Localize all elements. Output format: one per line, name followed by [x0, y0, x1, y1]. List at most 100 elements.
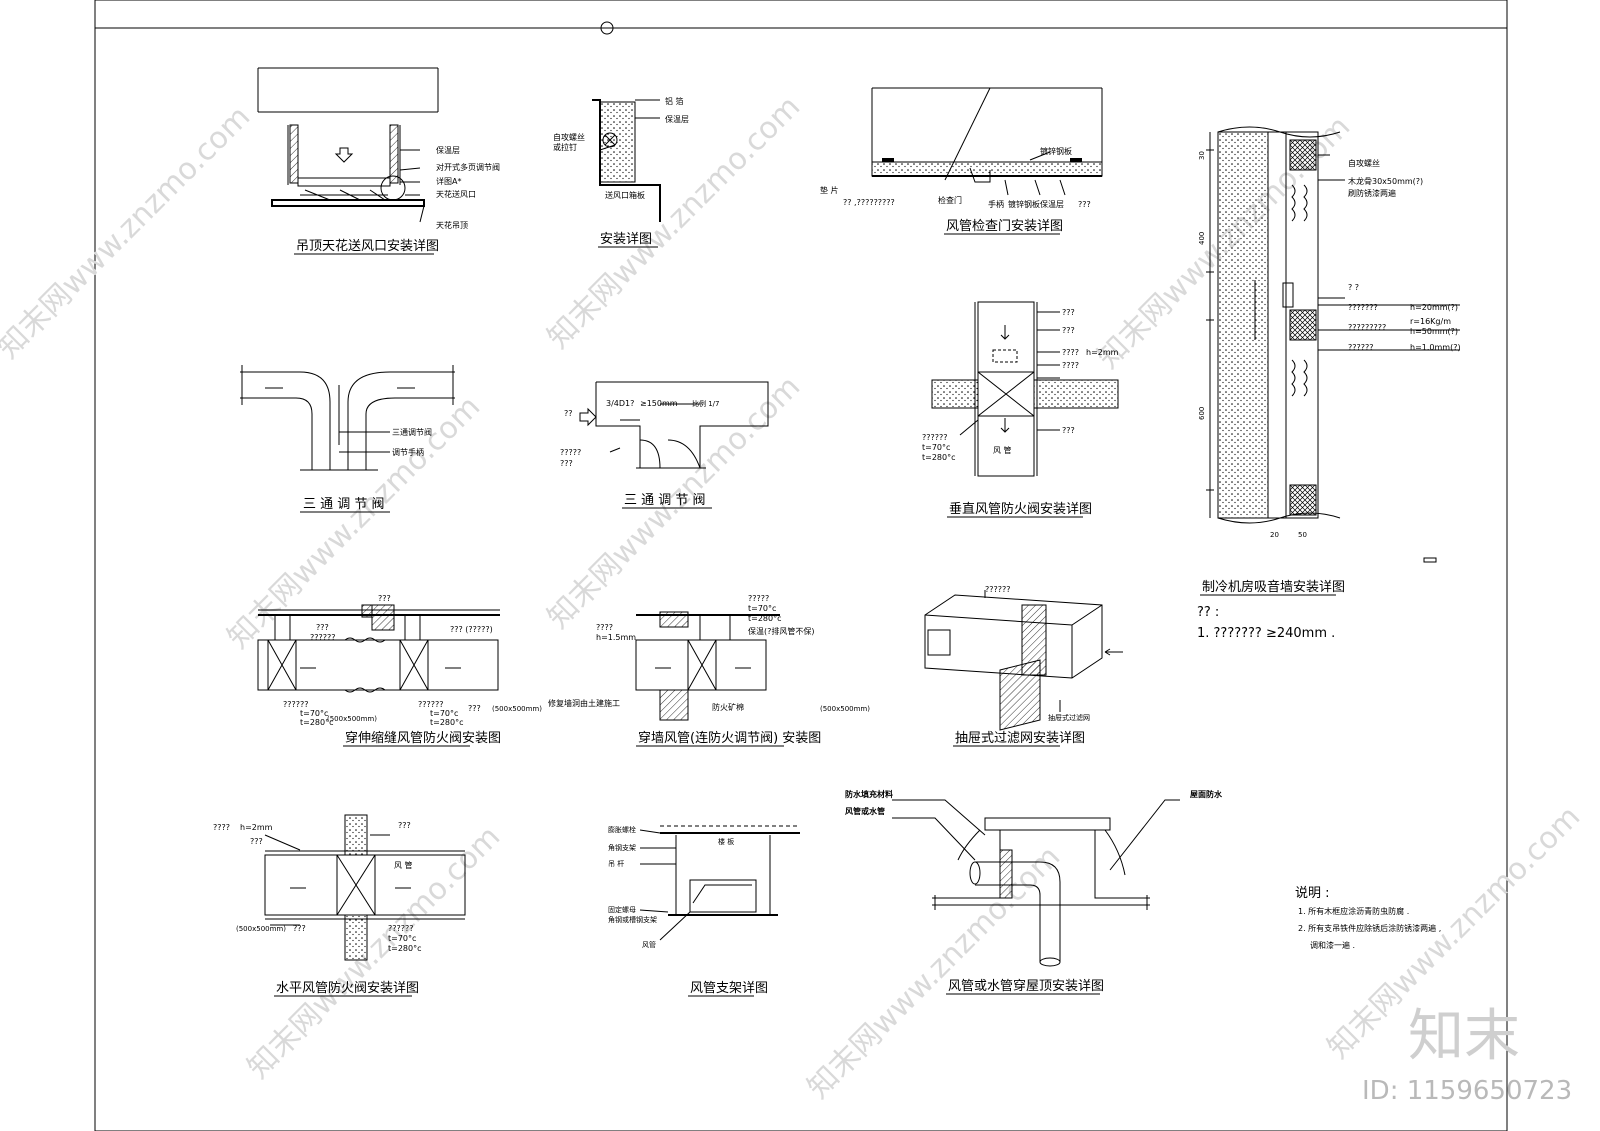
label: 自攻螺丝 — [1348, 158, 1380, 168]
label: 角钢支架 — [608, 843, 636, 852]
label: 保温(?排风管不保) — [748, 626, 815, 636]
label: 固定螺母 — [608, 905, 636, 914]
diagram-title: 垂直风管防火阀安装详图 — [949, 501, 1092, 517]
label: (500x500mm) — [820, 705, 870, 713]
diagram-acoustic-wall: 自攻螺丝 木龙骨30x50mm(?) 刷防锈漆两遍 ? ? ??????? h=… — [1197, 126, 1461, 641]
label: ????? — [748, 594, 769, 603]
label: ????? — [560, 448, 581, 457]
label: 三通调节阀 — [392, 427, 432, 437]
label: ??? — [1062, 308, 1075, 317]
label: ??? — [1078, 200, 1091, 209]
label: t=70°c — [922, 443, 950, 452]
label: 3/4D1? — [606, 399, 634, 408]
diagram-horizontal-fire-damper: ???? h=2mm ??? ??? 风 管 (500x500mm) ??? ?… — [213, 814, 466, 997]
label: ???? — [596, 623, 613, 632]
label: 保温层 — [436, 145, 460, 155]
label: ≥150mm — [640, 399, 678, 408]
diagram-access-door: 镀锌钢板 垫 片 ?? ,????????? 检查门 手柄 镀锌钢板 保温层 ?… — [820, 87, 1103, 235]
watermark-text: 知末网www.znzmo.com — [241, 819, 507, 1085]
label: ?????? — [388, 924, 413, 933]
diagram-title: 穿墙风管(连防火调节阀) 安装图 — [638, 730, 821, 746]
label: 保温层 — [665, 114, 689, 124]
diagram-title: 抽屉式过滤网安装详图 — [955, 731, 1085, 746]
note-heading: ?? : — [1197, 605, 1219, 620]
label: 详图A* — [436, 176, 461, 186]
label: ?????? — [283, 700, 308, 709]
label: 送风口箱板 — [605, 190, 645, 200]
label: h=1.0mm(?) — [1410, 343, 1461, 352]
note-line: 调和漆一遍 . — [1310, 940, 1355, 950]
diagram-title: 安装详图 — [600, 232, 652, 247]
label: ??? — [293, 924, 306, 933]
label: 风管 — [642, 940, 656, 949]
label: t=70°c — [388, 934, 416, 943]
diagram-title: 吊顶天花送风口安装详图 — [296, 238, 439, 254]
label: ??? (?????) — [450, 625, 493, 634]
label: 防水填充材料 — [845, 789, 893, 799]
diagram-three-way-damper-1: 三通调节阀 调节手柄 三 通 调 节 阀 — [240, 365, 455, 513]
label: 自攻螺丝 — [553, 132, 585, 142]
diagram-title: 风管支架详图 — [690, 981, 768, 996]
label: ?????? — [310, 633, 335, 642]
diagram-install-detail: 铝 箔 保温层 自攻螺丝 或拉钉 送风口箱板 安装详图 — [553, 96, 689, 248]
brand-logo: 知末 — [1408, 1004, 1520, 1069]
diagram-expansion-joint-damper: ??? ??? ?????? ??? (?????) ?????? t=70°c… — [257, 594, 542, 747]
label: ??? — [1062, 426, 1075, 435]
watermarks: 知末网www.znzmo.com 知末网www.znzmo.com 知末网www… — [0, 89, 1587, 1106]
label: 膨胀螺栓 — [608, 825, 636, 834]
diagram-title: 穿伸缩缝风管防火阀安装图 — [345, 730, 501, 746]
label: t=70°c — [300, 709, 328, 718]
label: h=2mm — [1086, 348, 1119, 357]
diagram-duct-support: 膨胀螺栓 角钢支架 吊 杆 楼 板 固定螺母 角钢或槽钢支架 风管 风管支架详图 — [608, 825, 800, 997]
label: 风管或水管 — [845, 806, 885, 816]
note-line: 1. ??????? ≥240mm . — [1197, 626, 1335, 641]
diagram-title: 三 通 调 节 阀 — [303, 497, 385, 512]
label: ?????? — [418, 700, 443, 709]
label: 垫 片 — [820, 185, 839, 195]
dimension: 50 — [1298, 531, 1307, 539]
image-id: ID: 1159650723 — [1362, 1076, 1572, 1106]
diagram-ceiling-diffuser: 保温层 对开式多页调节阀 详图A* 天花送风口 天花吊顶 吊顶天花送风口安装详图 — [257, 67, 500, 255]
note-heading: 说明 : — [1295, 886, 1330, 901]
note-line: 2. 所有支吊铁件应除锈后涂防锈漆两遍 , — [1298, 923, 1441, 933]
label: t=70°c — [430, 709, 458, 718]
diagram-title: 水平风管防火阀安装详图 — [276, 980, 419, 996]
label: ??? — [468, 704, 481, 713]
label: 或拉钉 — [553, 142, 577, 152]
label: (500x500mm) — [492, 705, 542, 713]
label: 木龙骨30x50mm(?) — [1348, 176, 1423, 186]
label: ???? — [1062, 348, 1079, 357]
label: 抽屉式过滤网 — [1048, 713, 1090, 722]
label: ???? — [1062, 361, 1079, 370]
label: ??? — [560, 459, 573, 468]
label: ?????? — [985, 585, 1010, 594]
label: ?? — [564, 409, 573, 418]
label: ??? — [250, 837, 263, 846]
diagram-three-way-damper-2: ?? 3/4D1? ≥150mm 比例 1/7 ????? ??? 三 通 调 … — [560, 381, 769, 509]
label: 比例 1/7 — [692, 399, 720, 408]
label: t=70°c — [748, 604, 776, 613]
diagram-title: 三 通 调 节 阀 — [624, 493, 706, 508]
label: 调节手柄 — [392, 447, 424, 457]
label: t=280°c — [300, 718, 334, 727]
dimension: 20 — [1270, 531, 1279, 539]
label: 手柄 — [988, 199, 1004, 209]
diagram-title: 风管检查门安装详图 — [946, 219, 1063, 234]
label: 刷防锈漆两遍 — [1348, 188, 1396, 198]
label: 铝 箔 — [665, 96, 684, 106]
label: 屋面防水 — [1190, 789, 1223, 799]
label: t=280°c — [748, 614, 782, 623]
dimension: 30 — [1198, 151, 1206, 160]
watermark-text: 知末网www.znzmo.com — [541, 89, 807, 355]
label: 天花送风口 — [436, 189, 476, 199]
diagram-drawer-filter: ?????? 抽屉式过滤网 抽屉式过滤网安装详图 — [924, 585, 1123, 747]
sheet-frame — [94, 0, 1508, 1131]
label: r=16Kg/m — [1410, 317, 1451, 326]
label: (500x500mm) — [236, 925, 286, 933]
label: 对开式多页调节阀 — [436, 162, 500, 172]
watermark-text: 知末网www.znzmo.com — [801, 839, 1067, 1105]
label: ??? — [1062, 326, 1075, 335]
label: ??? — [316, 623, 329, 632]
label: h=2mm — [240, 823, 273, 832]
